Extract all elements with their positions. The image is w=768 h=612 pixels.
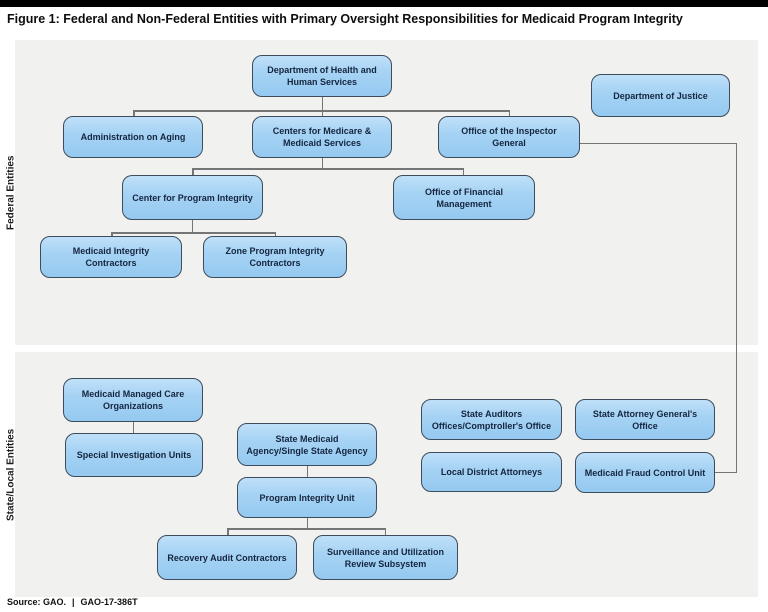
top-rule-bar — [0, 0, 768, 7]
connector-mmco-siu — [132, 422, 134, 433]
node-state-attorney-generals-office: State Attorney General's Office — [575, 399, 715, 440]
node-centers-for-medicare-medicaid-services: Centers for Medicare & Medicaid Services — [252, 116, 392, 158]
connector-row4-bus — [111, 232, 276, 234]
connector-row3-bus — [192, 168, 464, 170]
connector-oig-right — [580, 142, 737, 144]
connector-aoa-drop — [133, 110, 135, 116]
node-department-of-justice: Department of Justice — [591, 74, 730, 117]
node-medicaid-managed-care-organizations: Medicaid Managed Care Organizations — [63, 378, 203, 422]
connector-rac-drop — [227, 528, 229, 535]
node-local-district-attorneys: Local District Attorneys — [421, 452, 562, 492]
connector-surs-drop — [384, 528, 386, 535]
node-department-of-health-and-human-services: Department of Health and Human Services — [252, 55, 392, 97]
connector-cpi-stem — [191, 220, 193, 232]
node-program-integrity-unit: Program Integrity Unit — [237, 477, 377, 518]
node-office-of-financial-management: Office of Financial Management — [393, 175, 535, 220]
connector-sma-piu — [306, 466, 308, 477]
node-administration-on-aging: Administration on Aging — [63, 116, 203, 158]
connector-ofm-drop — [462, 168, 464, 175]
node-special-investigation-units: Special Investigation Units — [65, 433, 203, 477]
node-center-for-program-integrity: Center for Program Integrity — [122, 175, 263, 220]
connector-cms-drop — [321, 110, 323, 116]
report-id: GAO-17-386T — [80, 597, 138, 607]
state-local-entities-axis-label: State/Local Entities — [5, 428, 17, 521]
connector-oig-mfcu-vertical — [735, 142, 737, 473]
node-medicaid-fraud-control-unit: Medicaid Fraud Control Unit — [575, 452, 715, 493]
connector-zpic-drop — [274, 232, 276, 236]
node-state-medicaid-agency-single-state-agency: State Medicaid Agency/Single State Agenc… — [237, 423, 377, 466]
federal-entities-axis-label: Federal Entities — [5, 155, 17, 230]
source-label: Source: GAO. — [7, 597, 67, 607]
node-surveillance-and-utilization-review-subsystem: Surveillance and Utilization Review Subs… — [313, 535, 458, 580]
connector-mfcu-right — [715, 471, 737, 473]
node-recovery-audit-contractors: Recovery Audit Contractors — [157, 535, 297, 580]
node-medicaid-integrity-contractors: Medicaid Integrity Contractors — [40, 236, 182, 278]
connector-cpi-drop — [192, 168, 194, 175]
node-state-auditors-offices-comptrollers-office: State Auditors Offices/Comptroller's Off… — [421, 399, 562, 440]
connector-oig-drop — [508, 110, 510, 116]
figure-title: Figure 1: Federal and Non-Federal Entiti… — [7, 12, 683, 26]
connector-row-bottom-bus — [227, 528, 386, 530]
node-zone-program-integrity-contractors: Zone Program Integrity Contractors — [203, 236, 347, 278]
source-divider: | — [72, 597, 75, 607]
source-citation: Source: GAO. | GAO-17-386T — [7, 597, 144, 607]
connector-mic-drop — [111, 232, 113, 236]
node-office-of-the-inspector-general: Office of the Inspector General — [438, 116, 580, 158]
connector-dhhs-stem — [321, 97, 323, 110]
connector-cms-stem — [321, 158, 323, 168]
connector-piu-stem — [306, 518, 308, 528]
